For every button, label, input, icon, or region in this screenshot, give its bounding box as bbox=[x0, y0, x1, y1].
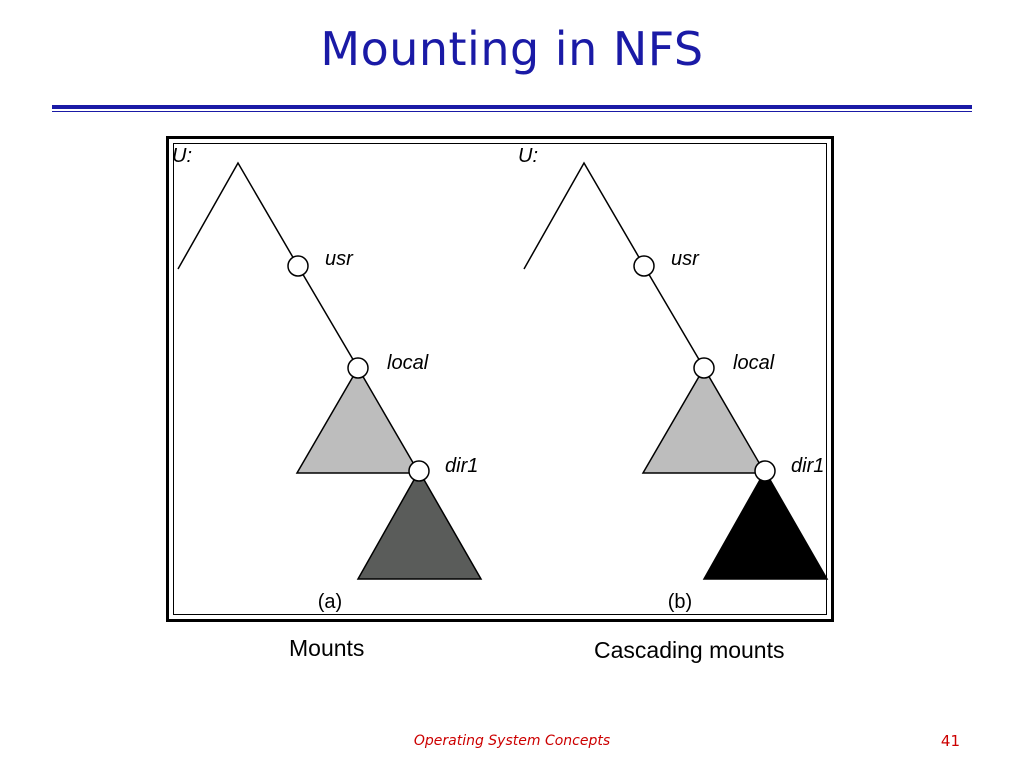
panel-b-usr-label: usr bbox=[671, 248, 700, 270]
panel-b-dir1-label: dir1 bbox=[791, 455, 824, 477]
panel-a-dir1-node bbox=[408, 460, 430, 482]
panel-a-local-node bbox=[347, 357, 369, 379]
panel-b-root-edges bbox=[523, 161, 645, 270]
panel-b: U: usr local dir1 (b) bbox=[518, 145, 829, 613]
panel-b-usr-node bbox=[633, 255, 655, 277]
panel-a-usr-local-edge bbox=[297, 265, 359, 369]
panel-b-local-subtree bbox=[641, 366, 767, 474]
panel-a-local-label: local bbox=[387, 352, 429, 374]
panel-a-mounted-subtree bbox=[356, 469, 483, 580]
page-number: 41 bbox=[940, 732, 960, 750]
title-divider-thin bbox=[52, 111, 972, 112]
panel-a-label: (a) bbox=[318, 591, 342, 613]
panel-a-local-subtree bbox=[295, 366, 421, 474]
panel-b-label: (b) bbox=[668, 591, 692, 613]
title-divider bbox=[52, 105, 972, 109]
slide-title: Mounting in NFS bbox=[320, 22, 704, 76]
caption-cascading-mounts: Cascading mounts bbox=[594, 637, 785, 663]
figure-frame bbox=[166, 136, 834, 622]
panel-b-local-label: local bbox=[733, 352, 775, 374]
panel-b-root-label: U: bbox=[518, 145, 538, 167]
panel-a-dir1-label: dir1 bbox=[445, 455, 478, 477]
footer-title: Operating System Concepts bbox=[413, 733, 611, 749]
panel-a-root-label: U: bbox=[172, 145, 192, 167]
panel-b-mounted-subtree bbox=[702, 469, 829, 580]
panel-b-local-node bbox=[693, 357, 715, 379]
panel-a-usr-label: usr bbox=[325, 248, 354, 270]
panel-b-usr-local-edge bbox=[643, 265, 705, 369]
figure-frame-inner bbox=[173, 143, 827, 615]
panel-b-dir1-node bbox=[754, 460, 776, 482]
caption-mounts: Mounts bbox=[289, 635, 365, 661]
panel-a: U: usr local dir1 (a) bbox=[172, 145, 483, 613]
panel-a-usr-node bbox=[287, 255, 309, 277]
panel-a-root-edges bbox=[177, 161, 299, 270]
